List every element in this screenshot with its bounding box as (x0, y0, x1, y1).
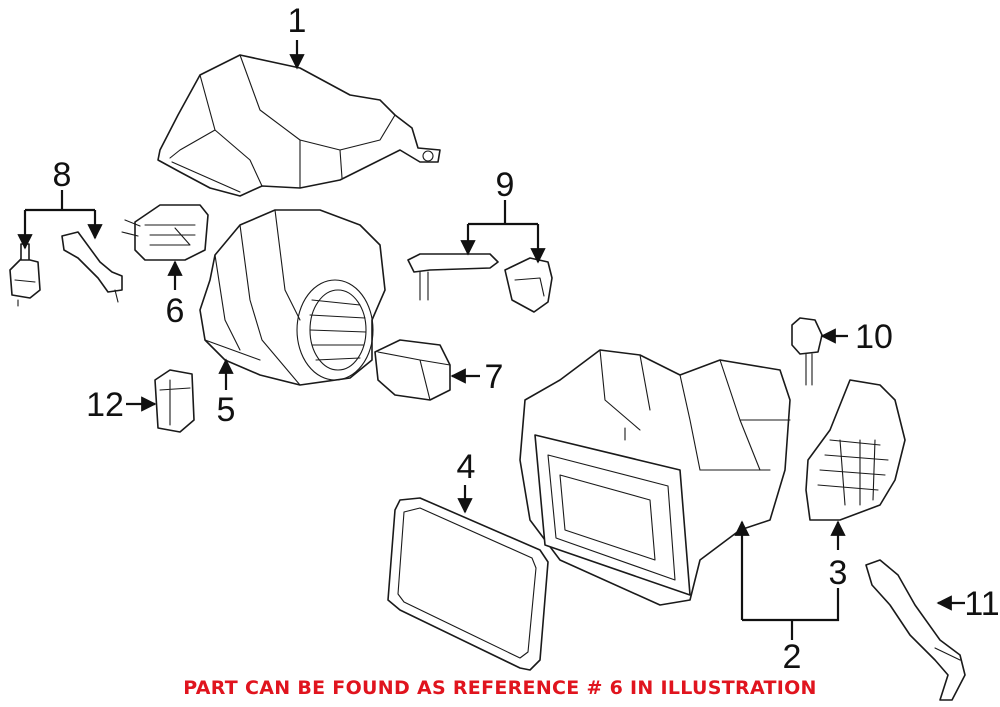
part-1-upper-cover (157, 54, 441, 197)
callout-12: 12 (86, 386, 124, 424)
callout-1: 1 (288, 2, 307, 40)
callout-5: 5 (217, 391, 236, 429)
callout-8: 8 (53, 156, 72, 194)
part-11-hose (865, 559, 966, 701)
callout-7: 7 (485, 358, 504, 396)
part-12-sensor (154, 369, 195, 433)
callout-3: 3 (829, 554, 848, 592)
part-8-brackets (9, 231, 123, 307)
reference-note: PART CAN BE FOUND AS REFERENCE # 6 IN IL… (183, 677, 817, 699)
part-7-module (374, 339, 451, 401)
part-4-gasket (387, 497, 549, 671)
leader-lines (17, 40, 965, 640)
part-9-link (407, 253, 553, 313)
part-3-side-panel (805, 379, 906, 521)
part-2-hvac-case (519, 349, 791, 606)
callout-10: 10 (855, 318, 893, 356)
callout-2: 2 (783, 638, 802, 676)
part-10-sensor-plug (791, 317, 823, 386)
callout-4: 4 (457, 448, 476, 486)
callout-11: 11 (964, 585, 999, 623)
callout-9: 9 (496, 166, 515, 204)
callout-6: 6 (166, 292, 185, 330)
part-6-resistor (121, 204, 209, 261)
part-5-blower-housing (199, 209, 386, 386)
